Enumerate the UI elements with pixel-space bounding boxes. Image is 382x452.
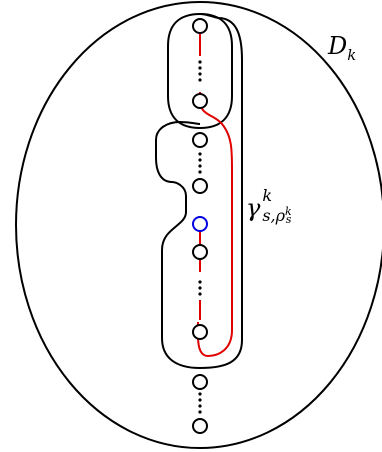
punctures <box>192 18 208 434</box>
puncture-7 <box>192 324 208 340</box>
enclosing-curve-join <box>199 13 219 19</box>
enclosing-curve <box>155 17 243 370</box>
puncture-3 <box>192 132 208 148</box>
puncture-8 <box>192 374 208 390</box>
puncture-4 <box>192 178 208 194</box>
disk-label: Dk <box>328 32 357 64</box>
puncture-6 <box>192 244 208 260</box>
puncture-2 <box>192 93 208 109</box>
top-group-boundary <box>167 12 233 130</box>
puncture-9 <box>192 418 208 434</box>
outer-disk <box>15 1 382 449</box>
puncture-1 <box>192 18 208 34</box>
gamma-curve <box>197 28 233 358</box>
puncture-highlighted <box>192 216 208 232</box>
ellipsis-dots <box>198 60 202 414</box>
